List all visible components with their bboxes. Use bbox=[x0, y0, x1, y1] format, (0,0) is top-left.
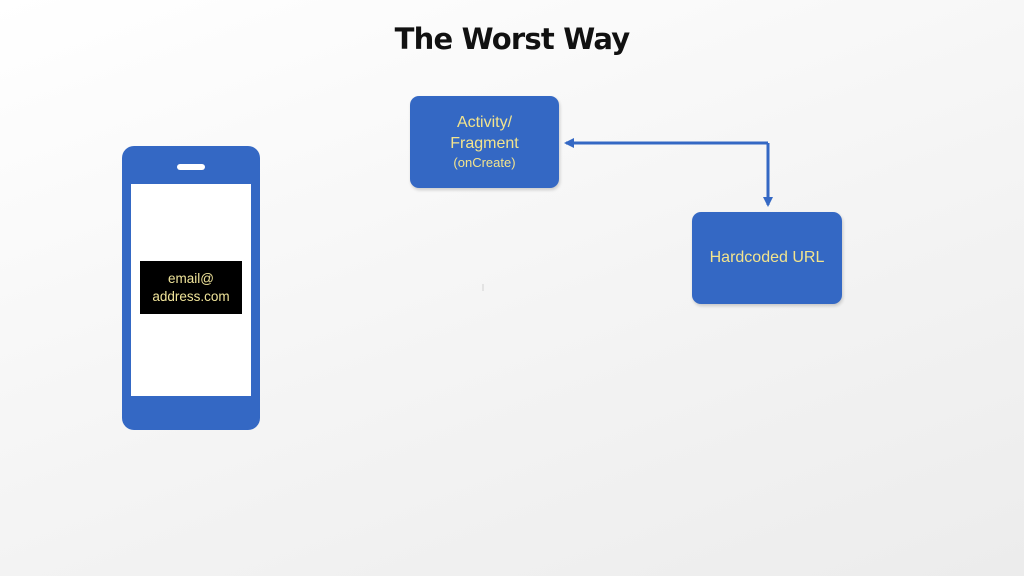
slide-title: The Worst Way bbox=[394, 22, 631, 56]
phone-screen: email@ address.com bbox=[131, 184, 251, 396]
decorative-speck bbox=[482, 284, 484, 291]
activity-node-line-2: Fragment bbox=[450, 135, 519, 152]
activity-node-line-3: (onCreate) bbox=[453, 155, 516, 170]
activity-node-line-1: Activity/ bbox=[456, 114, 513, 131]
phone-icon: email@ address.com bbox=[122, 146, 260, 430]
hardcoded-url-node: Hardcoded URL bbox=[692, 212, 842, 304]
phone-speaker bbox=[177, 164, 205, 170]
email-display: email@ address.com bbox=[140, 261, 242, 314]
email-line-2: address.com bbox=[152, 288, 230, 304]
email-line-1: email@ bbox=[168, 270, 214, 286]
url-node-label: Hardcoded URL bbox=[709, 249, 825, 266]
activity-fragment-node: Activity/ Fragment (onCreate) bbox=[410, 96, 559, 188]
